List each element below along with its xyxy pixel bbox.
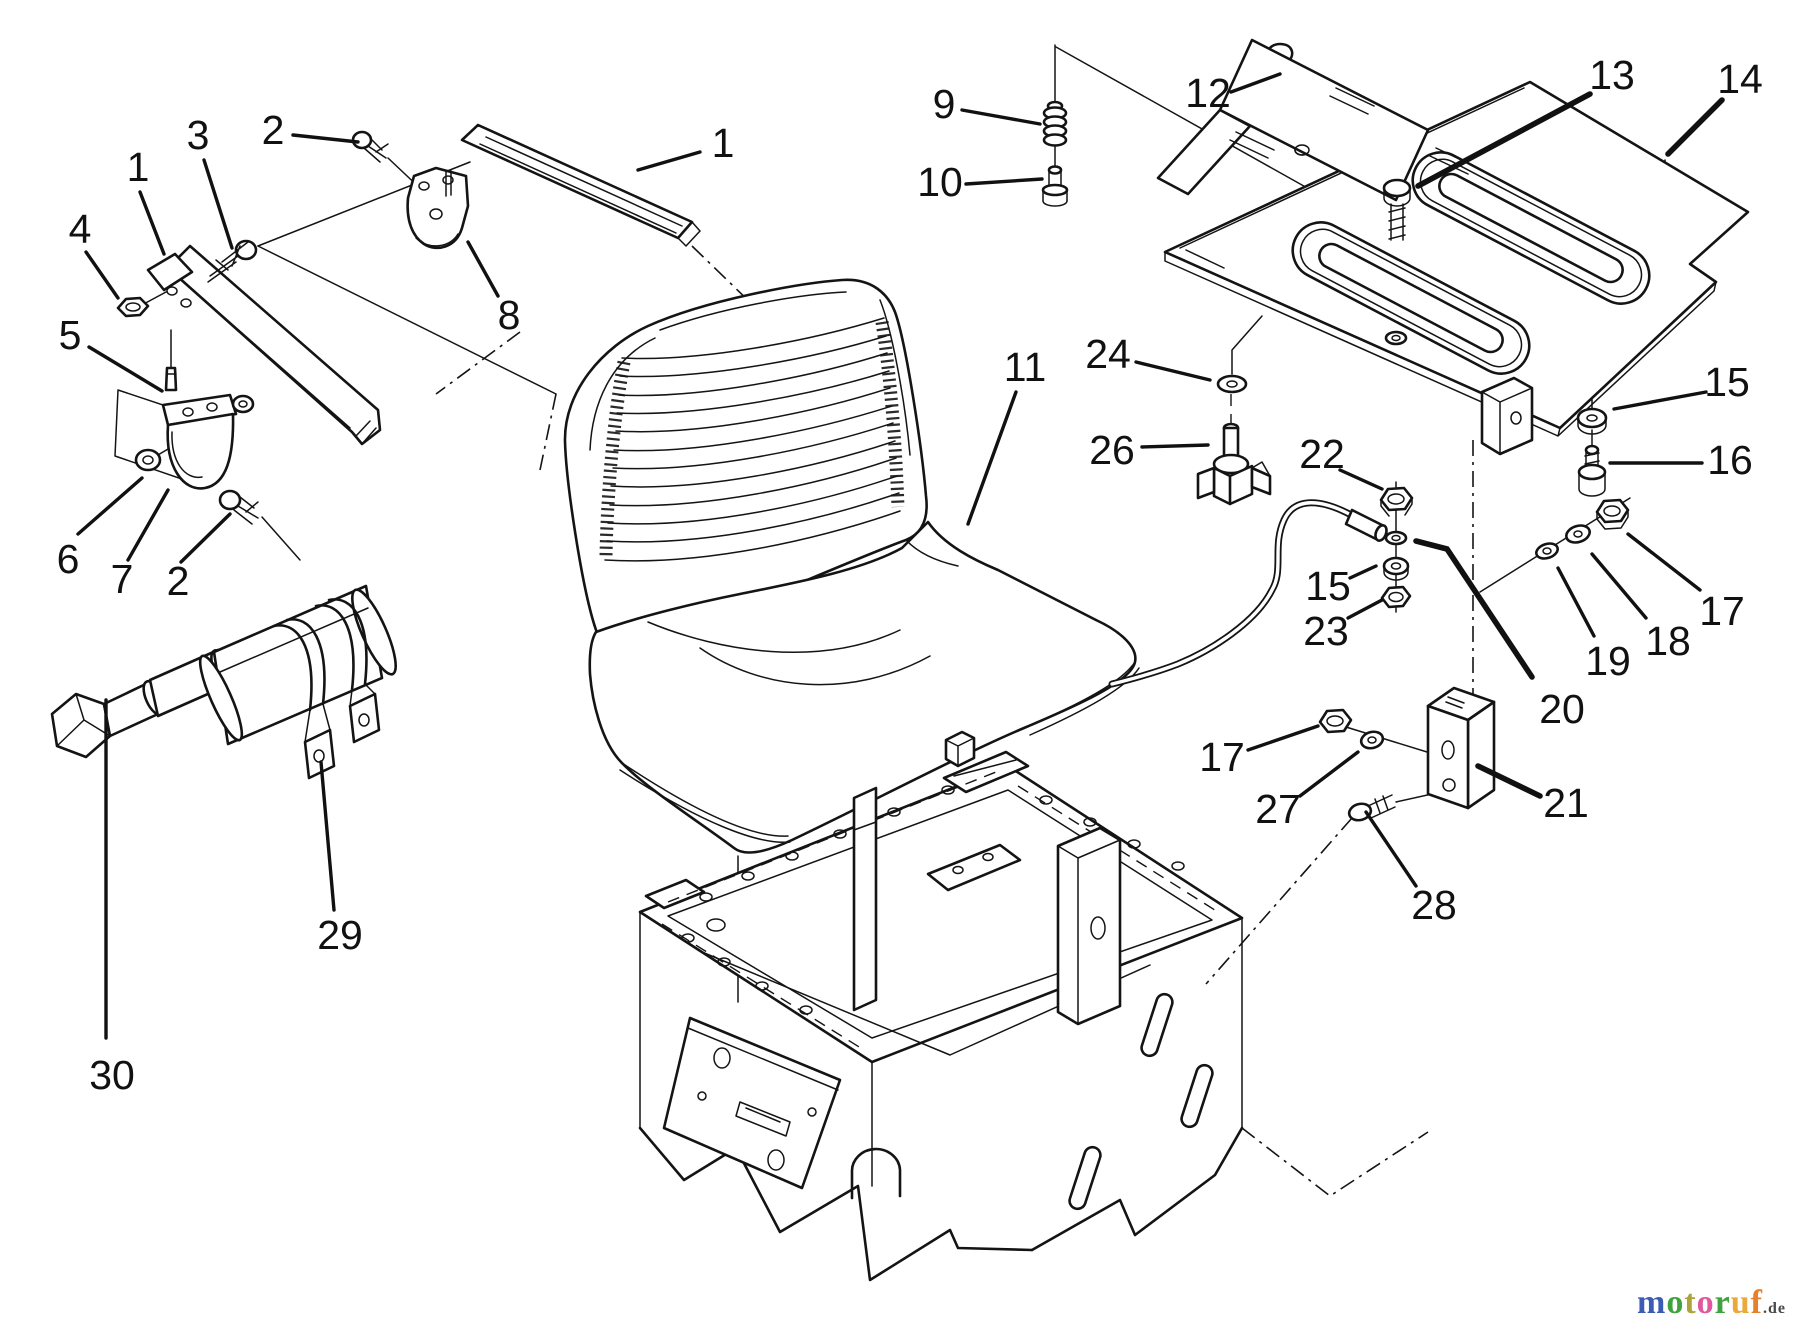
logo-letter: u [1730,1284,1751,1321]
left-rail-assembly [114,130,389,525]
callout-leader-2-7 [179,512,232,564]
callout-leader-1-2 [138,190,166,256]
callout-label-18-24: 18 [1645,618,1691,664]
callout-label-13-13: 13 [1589,52,1635,98]
callout-leader-18-24 [1590,552,1648,620]
callout-label-2-0: 2 [262,107,285,153]
callout-leader-15-21 [1348,564,1378,580]
callout-label-7-6: 7 [111,556,134,602]
callout-label-6-5: 6 [57,536,80,582]
callout-leader-9-10 [960,108,1042,126]
callout-label-30-32: 30 [89,1052,135,1098]
callout-label-22-18: 22 [1299,431,1345,477]
callout-leader-21-27 [1475,763,1543,799]
callout-label-26-17: 26 [1089,427,1135,473]
callout-leader-28-30 [1364,810,1418,888]
callout-label-19-25: 19 [1585,638,1631,684]
callout-label-23-22: 23 [1303,608,1349,654]
logo-letter: t [1684,1284,1697,1321]
callout-leader-26-17 [1140,443,1210,449]
brand-logo: motoruf.de [1637,1286,1786,1320]
callout-leader-24-16 [1134,360,1212,382]
callout-leader-17-28 [1246,724,1320,752]
callout-leader-14-14 [1665,97,1725,157]
callout-leader-5-4 [87,345,164,393]
callout-leader-13-13 [1415,91,1593,189]
callout-label-8-8: 8 [498,292,521,338]
callout-leader-19-25 [1556,566,1596,638]
seat-drawing [563,278,1140,854]
flange-holes [681,785,1185,1015]
callout-leader-17-23 [1626,532,1702,592]
callout-label-20-26: 20 [1539,686,1585,732]
callout-leader-6-5 [76,476,144,536]
callout-leader-7-6 [126,488,170,562]
right-hardware [1108,374,1630,822]
callout-label-1-2: 1 [127,144,150,190]
logo-letter: m [1637,1284,1667,1321]
logo-letter: o [1666,1284,1685,1321]
logo-word: motoruf [1637,1284,1763,1321]
callout-leader-29-31 [319,760,336,912]
callout-leader-15-19 [1612,390,1708,411]
callout-label-27-29: 27 [1255,786,1301,832]
logo-letter: f [1750,1284,1763,1321]
callout-leader-3-1 [202,158,234,250]
seat-back-ribs [599,317,905,562]
callout-label-29-31: 29 [317,912,363,958]
callout-label-10-11: 10 [917,159,963,205]
callout-leader-20-26 [1413,538,1535,680]
callout-leader-23-22 [1346,598,1384,620]
callout-label-16-20: 16 [1707,437,1753,483]
callout-label-12-12: 12 [1185,70,1231,116]
cylinder-assembly [50,584,397,780]
callout-label-5-4: 5 [59,312,82,358]
callout-label-28-30: 28 [1411,882,1457,928]
callout-leader-2-0 [291,133,360,144]
callout-label-4-3: 4 [69,206,92,252]
callout-leader-22-18 [1338,468,1384,491]
callout-label-1-9: 1 [712,120,735,166]
callout-leader-11-15 [966,390,1018,526]
callout-leader-10-11 [964,177,1044,186]
logo-letter: r [1714,1284,1731,1321]
callout-label-21-27: 21 [1543,780,1589,826]
callout-leader-8-8 [466,240,500,298]
logo-letter: o [1696,1284,1715,1321]
logo-suffix: .de [1763,1300,1786,1317]
callout-label-11-15: 11 [1004,344,1047,390]
callout-leader-27-29 [1298,750,1360,798]
callout-leader-1-9 [636,150,702,172]
callout-label-15-21: 15 [1305,563,1351,609]
callout-label-15-19: 15 [1704,359,1750,405]
callout-label-17-23: 17 [1699,588,1745,634]
callout-leader-12-12 [1229,72,1282,94]
callout-label-2-7: 2 [167,558,190,604]
callout-label-3-1: 3 [187,112,210,158]
callout-label-14-14: 14 [1717,56,1763,102]
callout-label-17-28: 17 [1199,734,1245,780]
right-rail-and-bracket [406,123,701,250]
callout-leader-4-3 [84,250,120,300]
mount-plate-assembly [1156,38,1750,456]
callout-label-24-16: 24 [1085,331,1131,377]
callout-label-9-10: 9 [933,81,956,127]
frame-drawing [638,750,1429,1282]
